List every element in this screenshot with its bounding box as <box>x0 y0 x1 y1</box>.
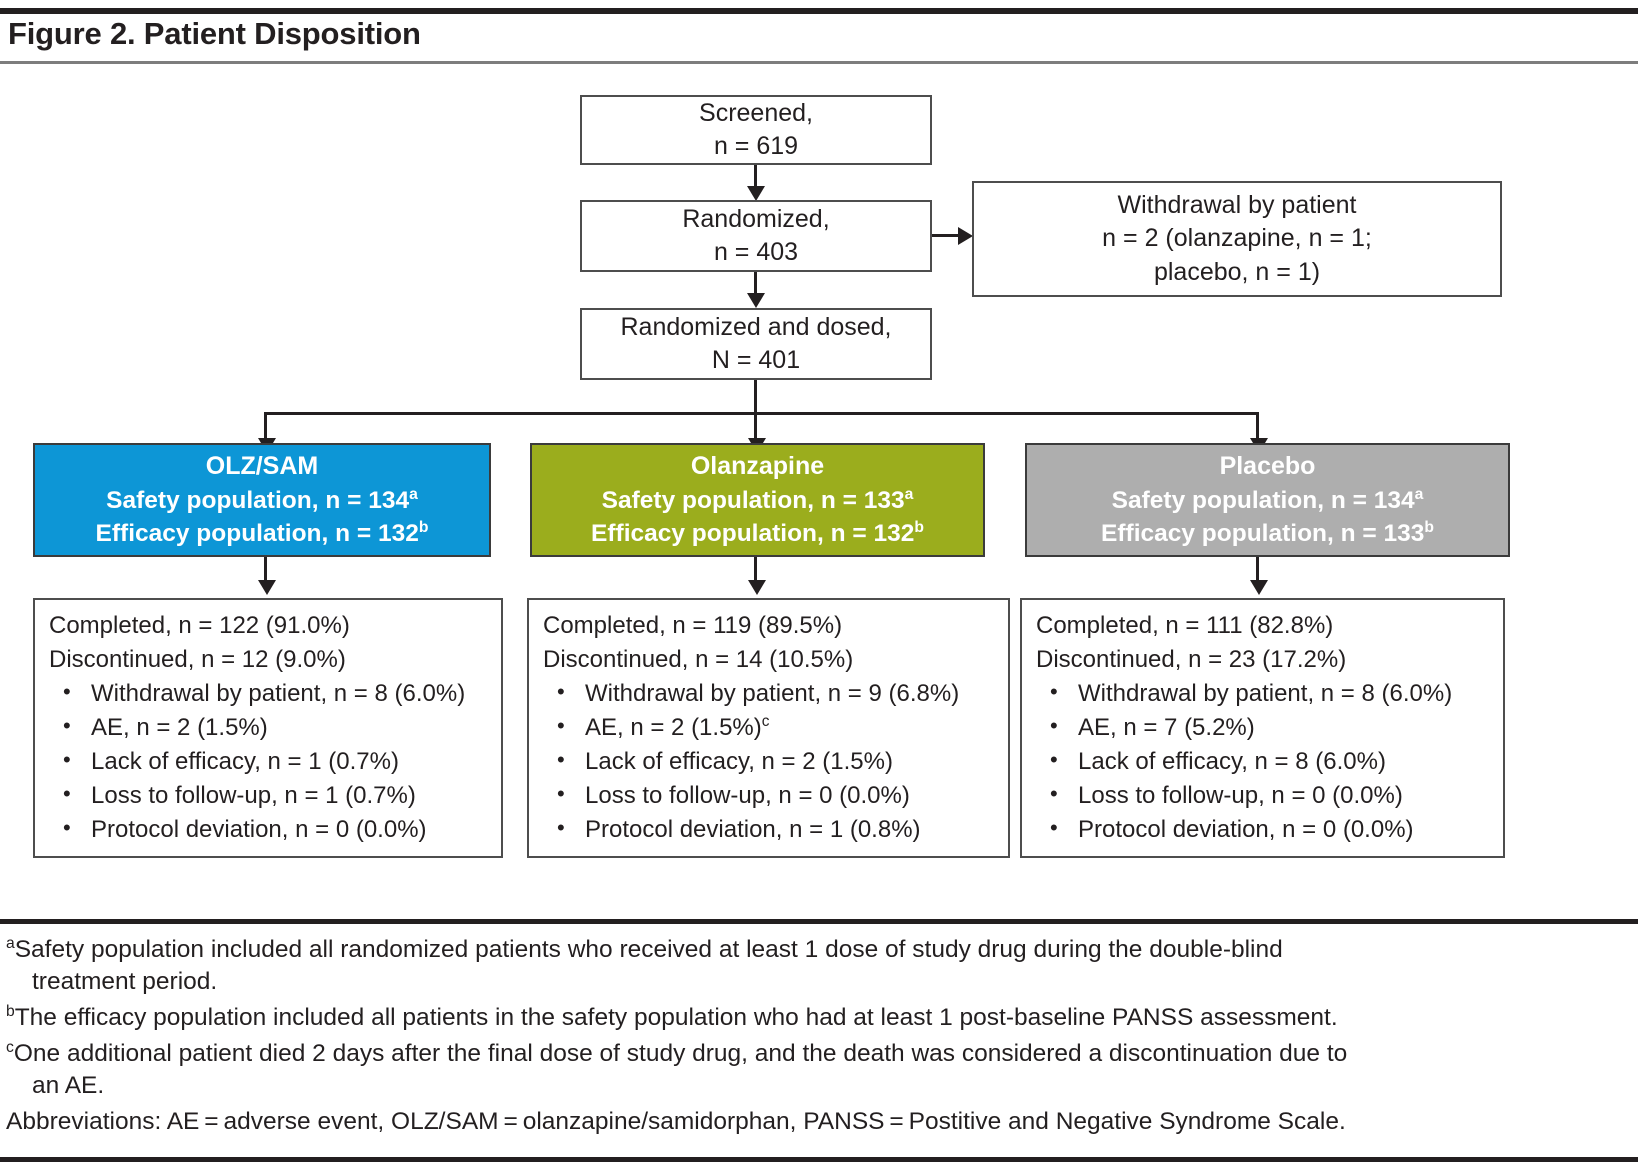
detail-box-olanzapine: Completed, n = 119 (89.5%) Discontinued,… <box>527 598 1010 858</box>
bullet-icon: • <box>557 679 565 704</box>
arm-olanzapine-efficacy: Efficacy population, n = 132b <box>591 518 924 547</box>
olzsam-reason-loss-followup: •Loss to follow-up, n = 1 (0.7%) <box>63 781 416 809</box>
abbreviations-note: Abbreviations: AE = adverse event, OLZ/S… <box>6 1108 1346 1135</box>
arm-olanzapine-name: Olanzapine <box>690 452 825 481</box>
bullet-icon: • <box>1050 747 1058 772</box>
connector-placebo-detail <box>1256 557 1259 584</box>
placebo-reason-protocol-deviation: •Protocol deviation, n = 0 (0.0%) <box>1050 815 1414 843</box>
figure-title: Figure 2. Patient Disposition <box>8 16 421 51</box>
placebo-discontinued: Discontinued, n = 23 (17.2%) <box>1036 646 1347 673</box>
randomized-line1: Randomized, <box>682 204 830 233</box>
arrow-screened-randomized <box>747 186 765 201</box>
footnote-a-line2: treatment period. <box>32 968 218 995</box>
olanzapine-reason-withdrawal: •Withdrawal by patient, n = 9 (6.8%) <box>557 679 960 707</box>
arm-placebo-name: Placebo <box>1219 452 1316 481</box>
arm-box-olzsam: OLZ/SAM Safety population, n = 134a Effi… <box>33 443 491 557</box>
olanzapine-completed: Completed, n = 119 (89.5%) <box>543 612 843 639</box>
box-randomized: Randomized, n = 403 <box>580 200 932 272</box>
arm-olzsam-efficacy: Efficacy population, n = 132b <box>95 518 429 547</box>
olzsam-reason-ae: •AE, n = 2 (1.5%) <box>63 713 268 741</box>
arrow-olzsam-detail <box>258 580 276 595</box>
screened-line2: n = 619 <box>713 132 799 160</box>
olzsam-discontinued: Discontinued, n = 12 (9.0%) <box>49 646 346 673</box>
connector-randomized-withdrawal <box>932 234 962 237</box>
connector-screened-randomized <box>754 165 757 190</box>
footnote-c-line2: an AE. <box>32 1072 105 1099</box>
box-withdrawal-by-patient: Withdrawal by patient n = 2 (olanzapine,… <box>972 181 1502 297</box>
placebo-reason-withdrawal: •Withdrawal by patient, n = 8 (6.0%) <box>1050 679 1453 707</box>
bullet-icon: • <box>1050 781 1058 806</box>
bullet-icon: • <box>557 781 565 806</box>
bullet-icon: • <box>1050 679 1058 704</box>
olzsam-reason-withdrawal: •Withdrawal by patient, n = 8 (6.0%) <box>63 679 466 707</box>
placebo-reason-ae: •AE, n = 7 (5.2%) <box>1050 713 1255 741</box>
arm-placebo-efficacy: Efficacy population, n = 133b <box>1101 518 1434 547</box>
connector-split-bar <box>264 412 1258 415</box>
placebo-reason-loss-followup: •Loss to follow-up, n = 0 (0.0%) <box>1050 781 1403 809</box>
withdrawal-line1: Withdrawal by patient <box>1117 191 1357 220</box>
arrow-placebo-detail <box>1250 580 1268 595</box>
box-randomized-and-dosed: Randomized and dosed, N = 401 <box>580 308 932 380</box>
bullet-icon: • <box>1050 713 1058 738</box>
arrow-olanzapine-detail <box>748 580 766 595</box>
connector-split-stem <box>754 380 757 414</box>
arm-olzsam-name: OLZ/SAM <box>205 452 319 481</box>
arm-olzsam-safety: Safety population, n = 134a <box>106 485 418 514</box>
detail-box-placebo: Completed, n = 111 (82.8%) Discontinued,… <box>1020 598 1505 858</box>
footnote-b-marker: b <box>6 1002 15 1020</box>
bullet-icon: • <box>63 815 71 840</box>
footnote-c-line1: cOne additional patient died 2 days afte… <box>6 1038 1348 1067</box>
withdrawal-line3: placebo, n = 1) <box>1153 257 1321 286</box>
detail-box-olzsam: Completed, n = 122 (91.0%) Discontinued,… <box>33 598 503 858</box>
footnote-c-marker: c <box>6 1038 14 1056</box>
olzsam-reason-lack-efficacy: •Lack of efficacy, n = 1 (0.7%) <box>63 747 399 775</box>
bottom-rule <box>0 1157 1638 1162</box>
top-rule <box>0 8 1638 14</box>
screened-line1: Screened, <box>699 98 813 127</box>
arm-box-olanzapine: Olanzapine Safety population, n = 133a E… <box>530 443 985 557</box>
arrow-randomized-withdrawal <box>958 227 973 245</box>
bullet-icon: • <box>63 747 71 772</box>
olzsam-completed: Completed, n = 122 (91.0%) <box>49 612 350 639</box>
withdrawal-line2: n = 2 (olanzapine, n = 1; <box>1102 224 1372 253</box>
bullet-icon: • <box>1050 815 1058 840</box>
olanzapine-reason-loss-followup: •Loss to follow-up, n = 0 (0.0%) <box>557 781 910 809</box>
placebo-reason-lack-efficacy: •Lack of efficacy, n = 8 (6.0%) <box>1050 747 1386 775</box>
bullet-icon: • <box>557 713 565 738</box>
arm-box-placebo: Placebo Safety population, n = 134a Effi… <box>1025 443 1510 557</box>
connector-split-mid <box>754 412 757 442</box>
connector-olanzapine-detail <box>754 557 757 584</box>
bullet-icon: • <box>557 815 565 840</box>
arrow-randomized-dosed <box>747 293 765 308</box>
arm-olanzapine-safety: Safety population, n = 133a <box>601 485 914 514</box>
connector-split-right <box>1256 412 1259 442</box>
bullet-icon: • <box>63 679 71 704</box>
footnote-rule <box>0 919 1638 924</box>
bullet-icon: • <box>557 747 565 772</box>
olanzapine-reason-lack-efficacy: •Lack of efficacy, n = 2 (1.5%) <box>557 747 893 775</box>
title-underrule <box>0 61 1638 64</box>
footnote-b-line1: bThe efficacy population included all pa… <box>6 1002 1338 1031</box>
bullet-icon: • <box>63 781 71 806</box>
footnote-a-line1: aSafety population included all randomiz… <box>6 934 1283 963</box>
arm-placebo-safety: Safety population, n = 134a <box>1111 485 1424 514</box>
randomized-dosed-line1: Randomized and dosed, <box>620 312 892 341</box>
olanzapine-reason-protocol-deviation: •Protocol deviation, n = 1 (0.8%) <box>557 815 921 843</box>
placebo-completed: Completed, n = 111 (82.8%) <box>1036 612 1334 639</box>
olzsam-reason-protocol-deviation: •Protocol deviation, n = 0 (0.0%) <box>63 815 427 843</box>
connector-randomized-dosed <box>754 272 757 297</box>
bullet-icon: • <box>63 713 71 738</box>
randomized-line2: n = 403 <box>713 238 799 266</box>
connector-split-left <box>264 412 267 442</box>
randomized-dosed-line2: N = 401 <box>711 346 801 374</box>
olanzapine-discontinued: Discontinued, n = 14 (10.5%) <box>543 646 854 673</box>
box-screened: Screened, n = 619 <box>580 95 932 165</box>
footnote-a-marker: a <box>6 934 15 952</box>
olanzapine-reason-ae: •AE, n = 2 (1.5%)c <box>557 713 770 741</box>
connector-olzsam-detail <box>264 557 267 584</box>
